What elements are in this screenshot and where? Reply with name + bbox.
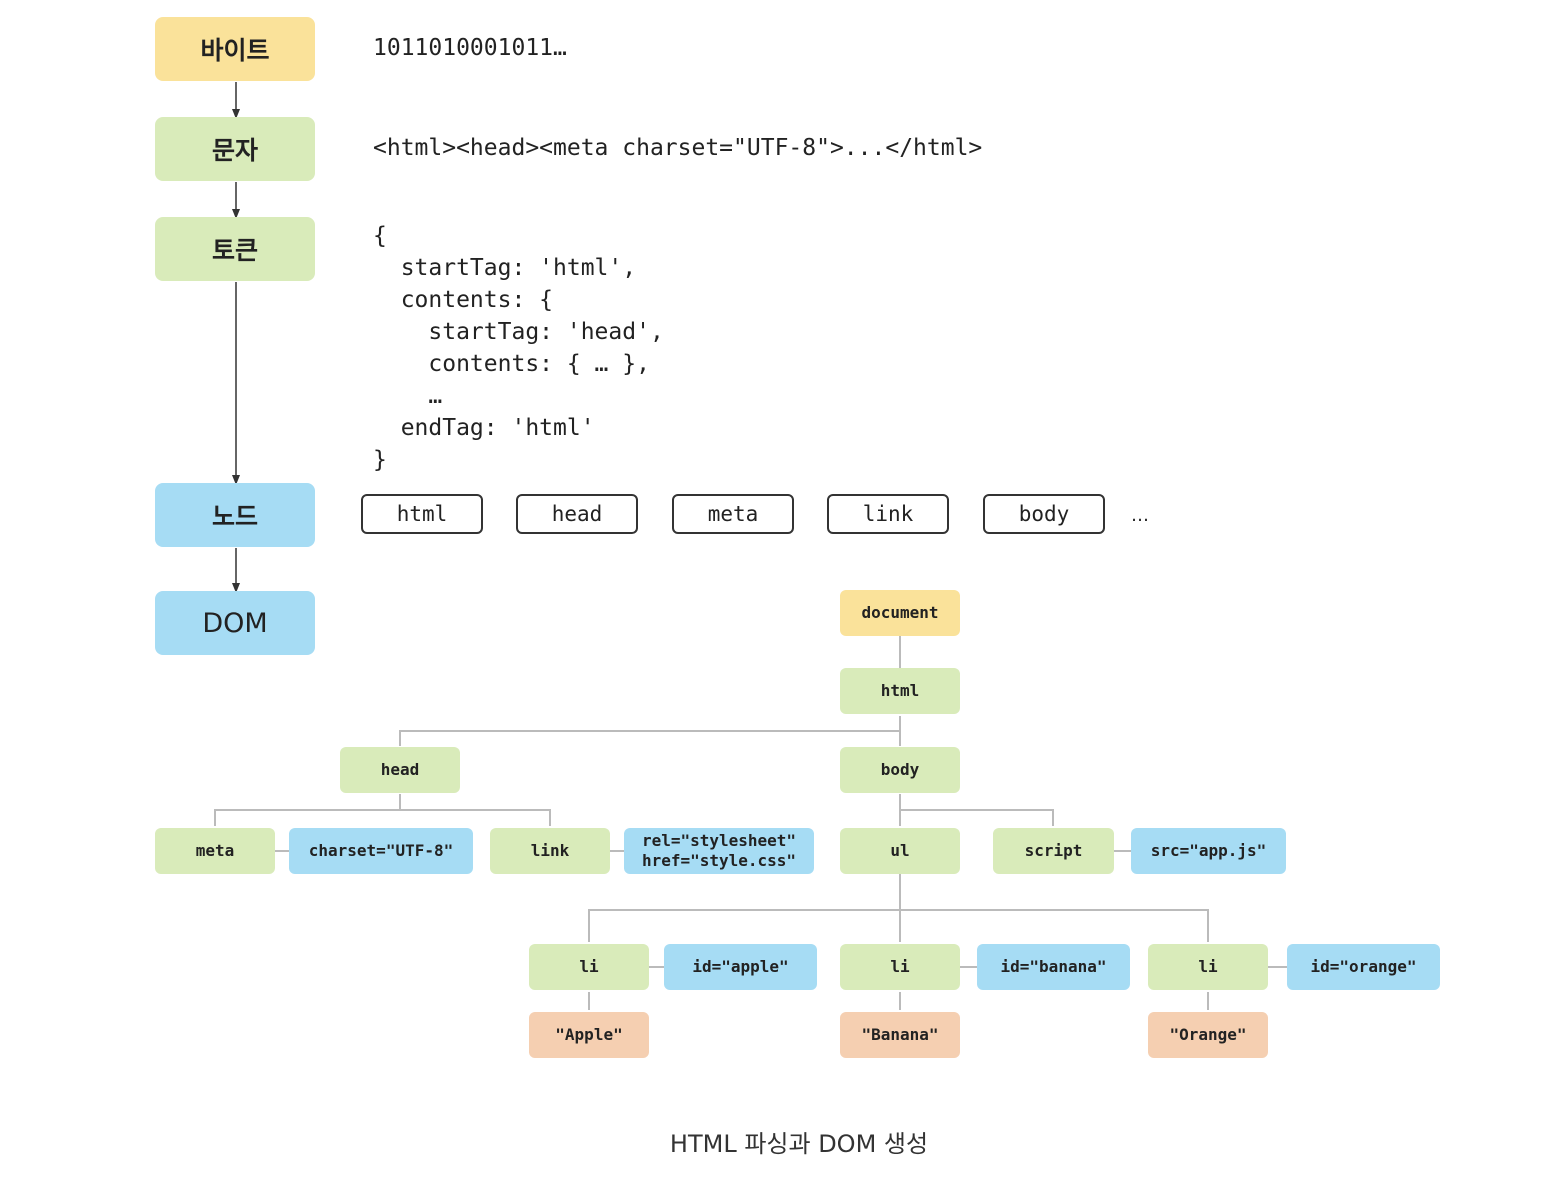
node-chip-head-label: head: [551, 502, 603, 526]
characters-text: <html><head><meta charset="UTF-8">...</h…: [373, 135, 983, 161]
node-chip-body: body: [983, 494, 1105, 534]
tree-node-link-label: link: [530, 841, 570, 860]
tree-attr-script-src: src="app.js": [1131, 828, 1286, 874]
node-chip-html-label: html: [396, 502, 448, 526]
stage-dom-label: DOM: [202, 607, 268, 639]
token-line-7: endTag: 'html': [373, 415, 595, 441]
tree-node-link: link: [490, 828, 610, 874]
stage-dom: DOM: [155, 591, 315, 655]
tree-attr-link-rel: rel="stylesheet": [641, 831, 797, 850]
stage-characters-label: 문자: [211, 136, 258, 165]
stage-tokens: 토큰: [155, 217, 315, 281]
figure-caption: HTML 파싱과 DOM 생성: [669, 1130, 929, 1158]
tree-node-li-banana-label: li: [890, 957, 910, 976]
tree-node-head: head: [340, 747, 460, 793]
tree-node-meta: meta: [155, 828, 275, 874]
token-line-3: contents: {: [373, 287, 554, 313]
tree-attr-id-orange-label: id="orange": [1310, 957, 1417, 976]
tree-node-ul: ul: [840, 828, 960, 874]
node-chip-link: link: [827, 494, 949, 534]
tree-text-orange: "Orange": [1148, 1012, 1268, 1058]
tree-text-orange-label: "Orange": [1169, 1025, 1247, 1044]
tree-connectors: [214, 636, 1287, 1010]
token-line-8: }: [373, 447, 387, 473]
token-line-4: startTag: 'head',: [373, 319, 664, 345]
stage-tokens-label: 토큰: [211, 236, 258, 265]
tree-attr-id-apple: id="apple": [664, 944, 817, 990]
tree-attr-meta-charset-label: charset="UTF-8": [308, 841, 454, 860]
token-line-2: startTag: 'html',: [373, 255, 637, 281]
tree-attr-id-banana: id="banana": [977, 944, 1130, 990]
tree-node-li-orange: li: [1148, 944, 1268, 990]
tree-node-script-label: script: [1024, 841, 1083, 860]
stage-characters: 문자: [155, 117, 315, 181]
tree-attr-script-src-label: src="app.js": [1150, 841, 1267, 860]
tree-node-meta-label: meta: [195, 841, 235, 860]
tree-node-li-orange-label: li: [1198, 957, 1218, 976]
tree-attr-id-banana-label: id="banana": [1000, 957, 1107, 976]
tree-text-banana-label: "Banana": [861, 1025, 939, 1044]
token-line-5: contents: { … },: [373, 351, 650, 377]
node-chip-meta-label: meta: [707, 502, 759, 526]
tree-node-ul-label: ul: [890, 841, 910, 860]
tree-node-li-apple: li: [529, 944, 649, 990]
tree-attr-link: rel="stylesheet" href="style.css": [624, 828, 814, 874]
tree-node-body-label: body: [880, 760, 920, 779]
tree-text-apple-label: "Apple": [555, 1025, 623, 1044]
tree-attr-link-href: href="style.css": [641, 851, 797, 870]
node-chip-body-label: body: [1018, 502, 1070, 526]
stage-bytes: 바이트: [155, 17, 315, 81]
node-chip-meta: meta: [672, 494, 794, 534]
tree-attr-id-apple-label: id="apple": [692, 957, 789, 976]
tree-node-body: body: [840, 747, 960, 793]
tree-node-html: html: [840, 668, 960, 714]
node-chip-link-label: link: [862, 502, 914, 526]
tree-attr-meta-charset: charset="UTF-8": [289, 828, 473, 874]
node-chip-head: head: [516, 494, 638, 534]
stage-nodes: 노드: [155, 483, 315, 547]
stage-bytes-label: 바이트: [200, 36, 270, 65]
token-line-6: …: [373, 383, 443, 409]
tree-node-document: document: [840, 590, 960, 636]
bytes-text: 1011010001011…: [373, 35, 567, 61]
tree-text-apple: "Apple": [529, 1012, 649, 1058]
tree-node-document-label: document: [861, 603, 939, 622]
tree-text-banana: "Banana": [840, 1012, 960, 1058]
tree-node-head-label: head: [380, 760, 420, 779]
tree-node-html-label: html: [880, 681, 920, 700]
stage-nodes-label: 노드: [211, 502, 258, 531]
nodes-more-ellipsis: …: [1131, 505, 1149, 526]
tree-node-li-banana: li: [840, 944, 960, 990]
tree-node-li-apple-label: li: [579, 957, 599, 976]
tree-node-script: script: [993, 828, 1114, 874]
node-chip-html: html: [361, 494, 483, 534]
token-line-1: {: [373, 223, 387, 249]
tree-attr-id-orange: id="orange": [1287, 944, 1440, 990]
